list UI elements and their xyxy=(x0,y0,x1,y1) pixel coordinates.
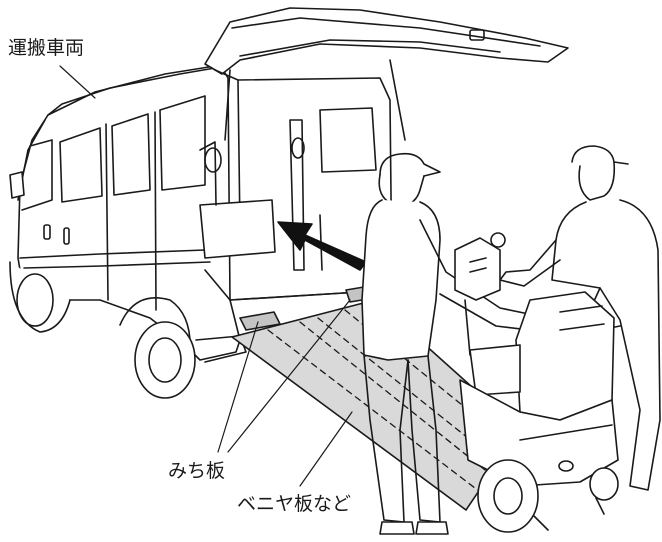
worker-left-shoe xyxy=(379,521,415,535)
label-michi-ita: みち板 xyxy=(168,460,226,482)
folded-seat xyxy=(199,199,276,259)
label-plywood-board: ベニヤ板など xyxy=(237,493,352,515)
tailgate xyxy=(204,7,569,141)
suzuki-emblem-icon xyxy=(558,460,574,472)
van-wheel-front xyxy=(9,261,71,333)
leader-lines xyxy=(59,65,353,487)
label-transport-vehicle: 運搬車両 xyxy=(8,37,85,59)
scooter-wheel-front xyxy=(477,459,539,533)
van xyxy=(9,65,247,399)
loading-direction-arrow-icon xyxy=(277,221,367,271)
michi-ita-left xyxy=(239,311,281,331)
van-window-front xyxy=(59,127,103,203)
worker-right xyxy=(499,145,661,491)
van-window-middle xyxy=(111,113,151,196)
van-window-rear xyxy=(159,95,206,191)
side-mirror xyxy=(9,171,25,199)
van-wheel-rear xyxy=(134,321,196,399)
mobility-scooter xyxy=(454,232,619,533)
